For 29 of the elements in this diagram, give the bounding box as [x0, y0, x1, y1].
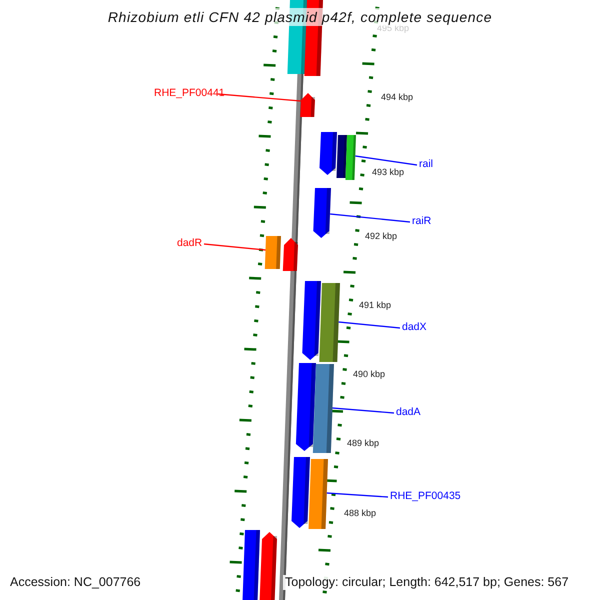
gene-label: rail [419, 158, 434, 170]
gene-label: dadA [396, 406, 421, 418]
gene-label: raiR [412, 215, 432, 227]
leader-line [218, 93, 301, 102]
scale-label: 488 kbp [344, 508, 376, 518]
gene-feature [308, 459, 328, 529]
gene-label: dadX [402, 321, 427, 333]
leader-line [204, 243, 266, 251]
gene-feature [312, 364, 334, 453]
leader-line [330, 213, 410, 223]
leader-line [338, 321, 400, 329]
gene-feature [313, 188, 331, 238]
sequence-info: Topology: circular; Length: 642,517 bp; Genes: 567 [283, 575, 571, 590]
scale-label: 492 kbp [365, 231, 398, 241]
scale-label: 493 kbp [372, 167, 404, 177]
scale-label: 491 kbp [359, 300, 392, 310]
gene-label: RHE_PF00441 [154, 87, 225, 99]
scale-label: 490 kbp [353, 369, 386, 379]
gene-feature [319, 283, 340, 362]
scale-label: 489 kbp [347, 438, 380, 448]
gene-feature [345, 135, 356, 180]
gene-label: RHE_PF00435 [390, 490, 461, 502]
gene-feature [264, 236, 281, 269]
scale-label: 494 kbp [381, 92, 414, 102]
leader-line [326, 492, 388, 498]
gene-label: dadR [177, 237, 202, 249]
gene-feature [300, 93, 315, 117]
accession-note: Accession: NC_007766 [9, 575, 142, 590]
leader-line [332, 407, 394, 414]
